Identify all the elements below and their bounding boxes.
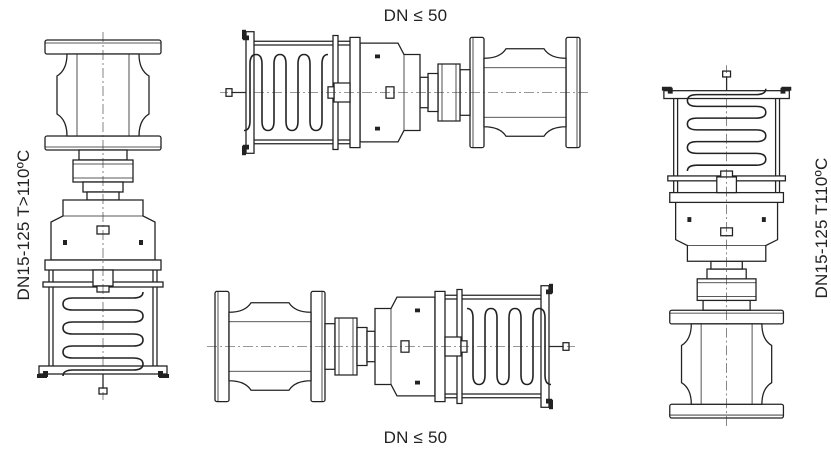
bottom-horizontal-assembly [206, 282, 576, 411]
bottom-dimension-label: DN ≤ 50 [383, 428, 448, 447]
top-dimension-label: DN ≤ 50 [383, 6, 448, 25]
left-vertical-assembly [36, 31, 170, 401]
left-rotated-label: DN15-125 T>110ºC [14, 149, 33, 301]
top-horizontal-assembly [219, 28, 589, 157]
right-vertical-assembly [661, 64, 793, 427]
right-rotated-label: DN15-125 T110ºC [812, 157, 831, 299]
